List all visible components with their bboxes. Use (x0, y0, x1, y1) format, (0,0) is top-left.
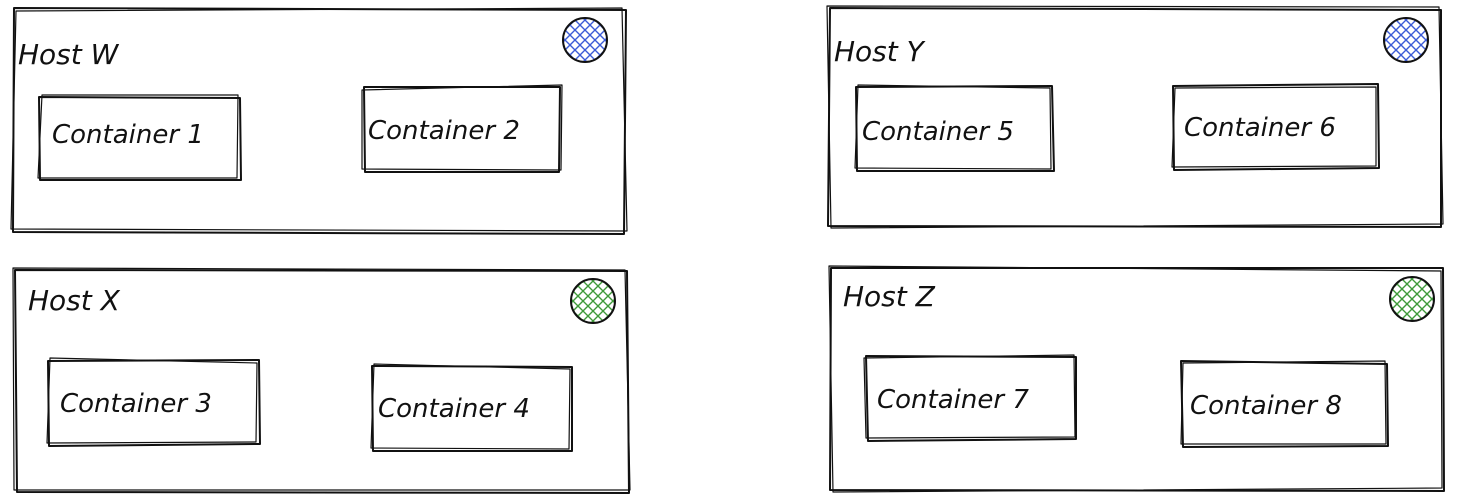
container-4-label: Container 4 (378, 394, 530, 424)
container-8-label: Container 8 (1190, 391, 1342, 421)
container-1-box: Container 1 (37, 94, 242, 181)
host-y-label: Host Y (834, 35, 926, 68)
hatch-fill-y (1384, 18, 1428, 62)
host-w-status-indicator (562, 17, 608, 63)
container-1-label: Container 1 (52, 120, 204, 150)
host-x-status-indicator (570, 278, 616, 324)
host-x-box: Host X Container 3 Container 4 (12, 267, 631, 494)
container-6-label: Container 6 (1184, 113, 1336, 143)
host-x-label: Host X (28, 284, 121, 317)
hatch-fill-x (571, 279, 615, 323)
host-w-box: Host W Container 1 Container 2 (10, 7, 628, 235)
host-y-box: Host Y Container 5 Container 6 (826, 5, 1444, 229)
container-6-box: Container 6 (1171, 83, 1380, 171)
hatch-fill-z (1390, 277, 1434, 321)
container-4-box: Container 4 (370, 363, 573, 452)
container-5-label: Container 5 (862, 117, 1014, 147)
host-z-status-indicator (1389, 276, 1435, 322)
container-3-box: Container 3 (46, 357, 261, 447)
container-2-label: Container 2 (368, 116, 520, 146)
container-2-box: Container 2 (361, 84, 563, 173)
hatch-fill-w (563, 18, 607, 62)
host-z-label: Host Z (843, 280, 936, 313)
container-8-box: Container 8 (1180, 360, 1389, 448)
host-z-box: Host Z Container 7 Container 8 (828, 265, 1445, 493)
host-w-label: Host W (18, 38, 120, 71)
host-y-status-indicator (1383, 17, 1429, 63)
container-5-box: Container 5 (854, 84, 1055, 172)
container-7-box: Container 7 (863, 354, 1077, 442)
container-7-label: Container 7 (877, 385, 1029, 415)
container-3-label: Container 3 (60, 389, 212, 419)
